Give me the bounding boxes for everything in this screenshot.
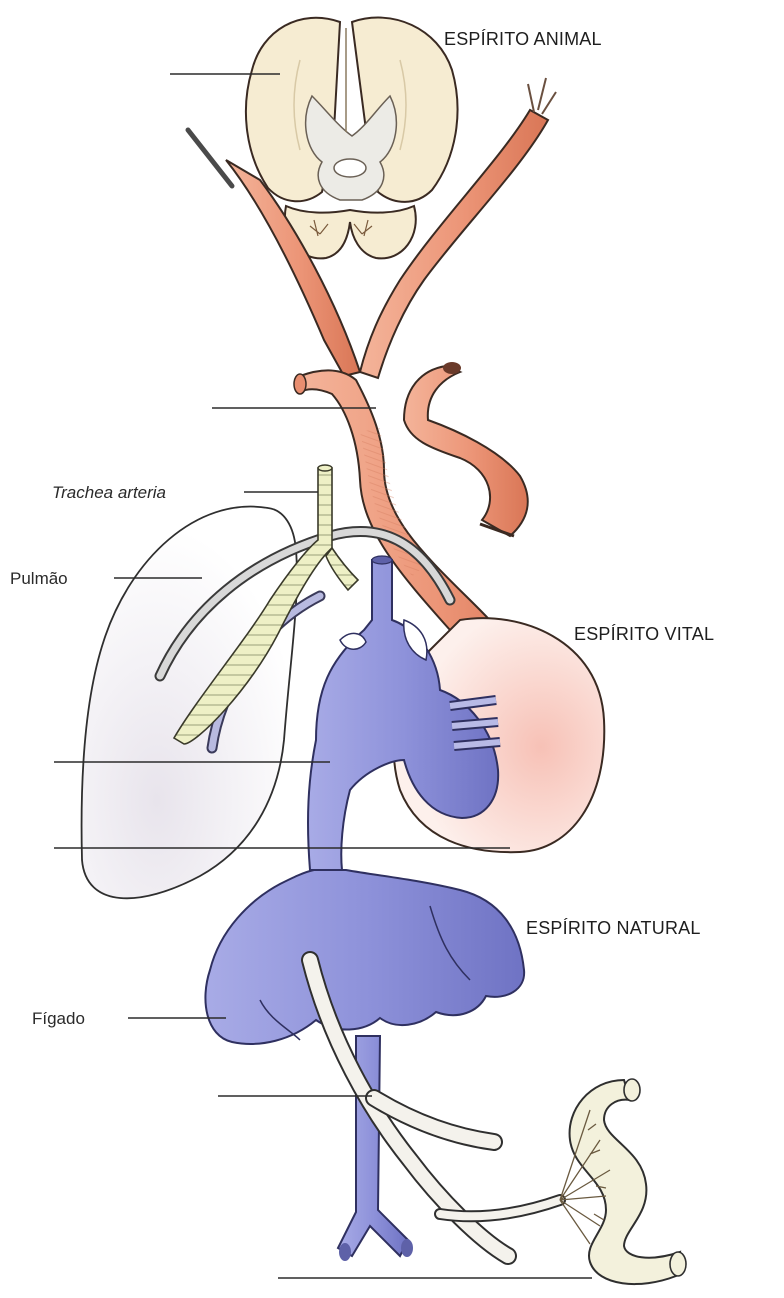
label-pulmao: Pulmão [10,569,68,588]
label-espirito-vital: ESPÍRITO VITAL [574,624,714,644]
label-figado: Fígado [32,1009,85,1028]
aortic-arch [404,366,528,536]
label-espirito-animal: ESPÍRITO ANIMAL [444,29,602,49]
brain-third-ventricle [334,159,366,177]
liver [205,870,524,1044]
intestine [560,1079,686,1284]
optic-nerve-left [188,130,232,186]
nerve-branches-right [528,78,556,114]
label-trachea-arteria: Trachea arteria [52,483,166,502]
label-espirito-natural: ESPÍRITO NATURAL [526,918,701,938]
